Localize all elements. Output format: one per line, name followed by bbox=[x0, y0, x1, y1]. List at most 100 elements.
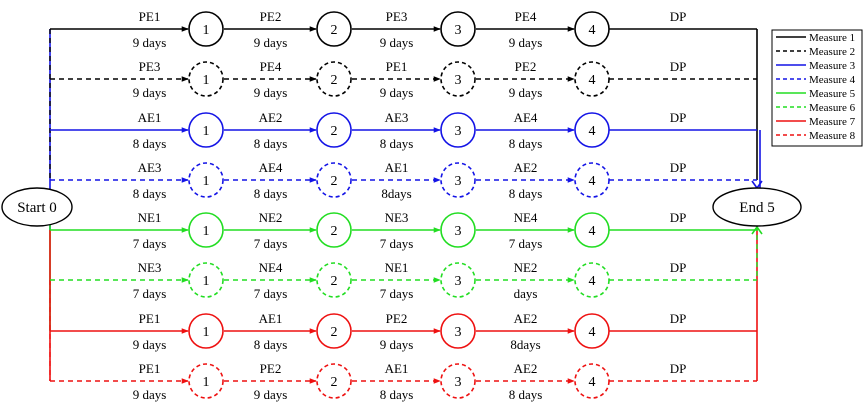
edge-activity-label: NE1 bbox=[138, 210, 162, 225]
event-node bbox=[574, 262, 610, 298]
edge-activity-label: PE2 bbox=[386, 311, 408, 326]
event-node-label: 3 bbox=[455, 124, 462, 139]
edge-duration-label: 9 days bbox=[133, 387, 167, 402]
event-node bbox=[188, 363, 224, 399]
edge-duration-label: 9 days bbox=[133, 35, 167, 50]
event-node-label: 3 bbox=[455, 375, 462, 390]
event-node-label: 2 bbox=[331, 124, 338, 139]
edge-activity-label: PE1 bbox=[386, 59, 408, 74]
edge-activity-label: AE1 bbox=[138, 110, 162, 125]
edge-duration-label: 9 days bbox=[380, 85, 414, 100]
event-node-label: 2 bbox=[331, 325, 338, 340]
event-node-label: 2 bbox=[331, 224, 338, 239]
event-node bbox=[574, 162, 610, 198]
event-node-label: 3 bbox=[455, 224, 462, 239]
end-node bbox=[712, 187, 802, 227]
edge-duration-label: 7 days bbox=[254, 236, 288, 251]
edge-activity-label: NE1 bbox=[385, 260, 409, 275]
edge-activity-label: PE1 bbox=[139, 311, 161, 326]
edge-activity-label: PE1 bbox=[139, 361, 161, 376]
edge-activity-label: NE4 bbox=[259, 260, 283, 275]
event-node bbox=[316, 162, 352, 198]
edge-activity-label: NE3 bbox=[385, 210, 409, 225]
edge-duration-label: days bbox=[514, 286, 538, 301]
start-node-label: Start 0 bbox=[17, 200, 57, 216]
edge-duration-label: 8 days bbox=[254, 337, 288, 352]
legend-label: Measure 1 bbox=[809, 32, 855, 44]
start-node bbox=[1, 187, 73, 227]
edge-duration-label: 8 days bbox=[509, 387, 543, 402]
event-node-label: 2 bbox=[331, 73, 338, 88]
edge-activity-label: AE2 bbox=[514, 311, 538, 326]
event-node-label: 2 bbox=[331, 174, 338, 189]
event-node-label: 1 bbox=[203, 174, 210, 189]
edge-activity-label: PE4 bbox=[260, 59, 282, 74]
edge-activity-label: NE2 bbox=[259, 210, 283, 225]
final-edge-label: DP bbox=[670, 311, 687, 326]
edge-duration-label: 9 days bbox=[133, 85, 167, 100]
legend-label: Measure 5 bbox=[809, 88, 856, 100]
event-node bbox=[440, 363, 476, 399]
event-node bbox=[316, 313, 352, 349]
legend-label: Measure 6 bbox=[809, 102, 856, 114]
edge-activity-label: AE3 bbox=[138, 160, 162, 175]
event-node bbox=[574, 112, 610, 148]
edge-duration-label: 8days bbox=[510, 337, 540, 352]
edge-activity-label: PE3 bbox=[139, 59, 161, 74]
event-node bbox=[440, 313, 476, 349]
event-node-label: 1 bbox=[203, 23, 210, 38]
edge-duration-label: 9 days bbox=[380, 337, 414, 352]
legend-label: Measure 2 bbox=[809, 46, 855, 58]
event-node bbox=[440, 11, 476, 47]
edge-activity-label: NE4 bbox=[514, 210, 538, 225]
event-node bbox=[188, 212, 224, 248]
event-node-label: 4 bbox=[589, 274, 596, 289]
edge-activity-label: NE2 bbox=[514, 260, 538, 275]
edge-activity-label: PE2 bbox=[515, 59, 537, 74]
event-node bbox=[316, 61, 352, 97]
edge-duration-label: 9 days bbox=[254, 387, 288, 402]
event-node-label: 4 bbox=[589, 325, 596, 340]
final-edge-label: DP bbox=[670, 160, 687, 175]
event-node-label: 4 bbox=[589, 375, 596, 390]
event-node bbox=[574, 212, 610, 248]
edge-duration-label: 9 days bbox=[254, 85, 288, 100]
legend-box bbox=[771, 29, 863, 147]
final-edge-label: DP bbox=[670, 9, 687, 24]
edge-duration-label: 8 days bbox=[509, 136, 543, 151]
event-node-label: 3 bbox=[455, 23, 462, 38]
event-node-label: 2 bbox=[331, 274, 338, 289]
final-edge-label: DP bbox=[670, 59, 687, 74]
event-node-label: 4 bbox=[589, 73, 596, 88]
event-node bbox=[316, 112, 352, 148]
edge-duration-label: 9 days bbox=[509, 35, 543, 50]
edge-activity-label: AE3 bbox=[385, 110, 409, 125]
edge-activity-label: AE4 bbox=[259, 160, 283, 175]
event-node bbox=[574, 61, 610, 97]
edge-activity-label: AE2 bbox=[514, 160, 538, 175]
event-node-label: 4 bbox=[589, 23, 596, 38]
event-node bbox=[574, 313, 610, 349]
event-node-label: 1 bbox=[203, 274, 210, 289]
edge-duration-label: 9 days bbox=[509, 85, 543, 100]
edge-activity-label: AE2 bbox=[259, 110, 283, 125]
event-node-label: 1 bbox=[203, 375, 210, 390]
edge-activity-label: AE1 bbox=[385, 160, 409, 175]
edge-duration-label: 9 days bbox=[254, 35, 288, 50]
edge-duration-label: 7 days bbox=[254, 286, 288, 301]
event-node bbox=[188, 313, 224, 349]
event-node bbox=[574, 11, 610, 47]
edge-duration-label: 7 days bbox=[509, 236, 543, 251]
edge-activity-label: PE1 bbox=[139, 9, 161, 24]
end-arrow-up-icon bbox=[751, 225, 763, 235]
end-node-label: End 5 bbox=[739, 200, 774, 216]
event-node bbox=[316, 212, 352, 248]
legend-label: Measure 8 bbox=[809, 130, 856, 142]
event-node bbox=[440, 61, 476, 97]
event-node bbox=[440, 162, 476, 198]
edge-duration-label: 7 days bbox=[380, 236, 414, 251]
edge-activity-label: AE1 bbox=[259, 311, 283, 326]
event-node bbox=[188, 262, 224, 298]
